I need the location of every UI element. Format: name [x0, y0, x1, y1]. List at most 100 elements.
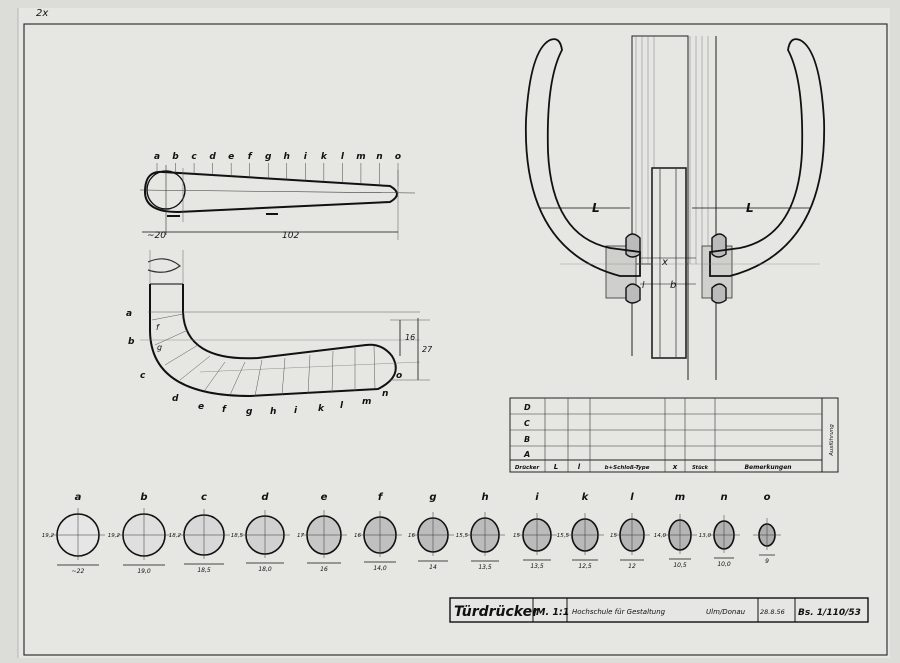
- section-c: c18,518,2: [169, 492, 230, 574]
- section-dim-height: 18,5: [231, 533, 244, 539]
- section-dim-height: 14,0: [654, 533, 667, 539]
- table-header: Stück: [692, 465, 709, 471]
- table-row-C: C: [524, 419, 530, 428]
- section-dim-height: 15: [513, 533, 520, 539]
- section-letter: f: [378, 492, 384, 503]
- top-letter-g: g: [265, 152, 272, 162]
- top-letter-b: b: [172, 152, 179, 162]
- top-letter-a: a: [154, 152, 160, 162]
- section-dim-width: 18,5: [197, 567, 211, 574]
- side-bottom-letter-e: e: [198, 402, 204, 412]
- corner-note: 2x: [36, 8, 48, 19]
- side-inner-letters: fg: [156, 323, 162, 352]
- section-dim-width: 12: [628, 563, 636, 570]
- section-dim-height: 16: [408, 533, 415, 539]
- section-dim-height: 19,2: [42, 533, 55, 539]
- top-dim-length: 102: [282, 231, 299, 241]
- section-letter: a: [75, 492, 82, 503]
- side-dim-small: 16: [405, 333, 415, 342]
- table-header: b+Schloß-Type: [605, 465, 650, 471]
- side-bottom-letter-h: h: [270, 407, 276, 417]
- section-letter: h: [481, 492, 488, 503]
- section-dim-width: ~22: [72, 568, 85, 575]
- section-dim-height: 16: [354, 533, 361, 539]
- section-letter: i: [535, 492, 539, 503]
- section-dim-width: 12,5: [578, 563, 592, 570]
- section-f: f 14,0 16: [354, 492, 402, 572]
- section-e: e 16 17: [297, 492, 347, 573]
- section-k: k12,515,5: [557, 492, 604, 570]
- side-bottom-letter-l: l: [340, 401, 344, 411]
- section-dim-width: 14,0: [373, 565, 387, 572]
- table-header: Bemerkungen: [744, 464, 791, 471]
- section-dim-width: 18,0: [258, 566, 272, 573]
- top-letter-d: d: [209, 152, 216, 162]
- top-letter-k: k: [321, 152, 328, 162]
- section-label-b: b: [670, 280, 676, 291]
- section-dim-width: 10,0: [717, 561, 731, 568]
- section-letter: d: [261, 492, 269, 503]
- section-label-L-left: L: [592, 201, 600, 215]
- top-letter-l: l: [341, 152, 345, 162]
- section-dim-width: 14: [429, 564, 437, 571]
- side-bottom-letter-n: n: [382, 389, 388, 399]
- section-dim-width: 13,5: [530, 563, 544, 570]
- section-letter: n: [720, 492, 727, 503]
- section-d: d 18,0 18,5: [231, 492, 290, 573]
- drawing-number: Bs. 1/110/53: [798, 608, 861, 618]
- table-header: x: [672, 463, 678, 471]
- table-row-D: D: [524, 403, 531, 412]
- side-left-letters: a b c: [126, 309, 146, 381]
- section-dim-height: 15: [610, 533, 617, 539]
- section-dim-width: 10,5: [673, 562, 687, 569]
- section-dim-width: 19,0: [137, 568, 151, 575]
- top-letter-i: i: [304, 152, 308, 162]
- section-letter: g: [429, 492, 436, 503]
- section-label-l: l: [642, 281, 645, 291]
- section-dim-width: 16: [320, 566, 328, 573]
- side-left-letter-b: b: [128, 337, 135, 347]
- top-letter-e: e: [228, 152, 234, 162]
- side-dim-large: 27: [422, 345, 433, 354]
- side-inner-letter-g: g: [157, 343, 162, 352]
- section-letter: m: [675, 492, 685, 503]
- school-text: Hochschule für Gestaltung: [572, 608, 666, 616]
- table-header: l: [578, 463, 581, 471]
- section-dim-height: 17: [297, 533, 304, 539]
- top-letter-n: n: [376, 152, 382, 162]
- side-bottom-letter-k: k: [318, 404, 325, 414]
- section-dim-height: 13,0: [699, 533, 712, 539]
- section-m: m 10,5 14,0: [654, 492, 697, 569]
- side-bottom-letter-d: d: [172, 394, 179, 404]
- cross-sections-row: a~2219,2b19,019,2c18,518,2d18,018,5e1617…: [42, 492, 781, 575]
- table-side-note: Ausführung: [829, 424, 835, 457]
- side-left-letter-c: c: [140, 371, 146, 381]
- top-letter-c: c: [191, 152, 197, 162]
- date-text: 28.8.56: [760, 608, 785, 616]
- section-i: i 13,5 15: [513, 492, 557, 570]
- section-view: L L x b l: [525, 35, 825, 380]
- title-text: Türdrücker: [454, 604, 540, 620]
- section-label-L-right: L: [746, 201, 754, 215]
- section-h: h13,515,5: [456, 492, 505, 571]
- side-left-letter-a: a: [126, 309, 132, 319]
- table-header: Drücker: [515, 465, 540, 471]
- section-dim-width: 9: [765, 558, 769, 565]
- side-bottom-letter-m: m: [362, 397, 371, 407]
- section-letter: e: [321, 492, 328, 503]
- table-row-B: B: [524, 435, 530, 444]
- section-g: g 14 16: [408, 492, 454, 571]
- section-label-x: x: [661, 257, 668, 268]
- top-letter-o: o: [395, 152, 401, 162]
- side-bottom-letter-o: o: [396, 371, 402, 381]
- top-letter-m: m: [356, 152, 365, 162]
- side-bottom-letter-i: i: [294, 406, 298, 416]
- drawing-frame: [23, 23, 888, 656]
